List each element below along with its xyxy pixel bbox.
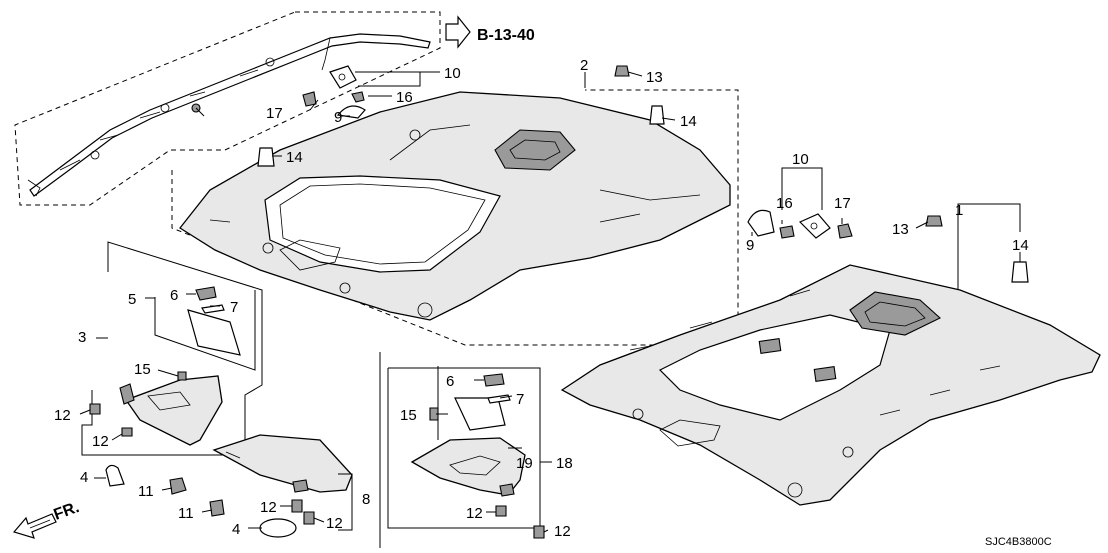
callout-15: 15 bbox=[134, 361, 151, 378]
callout-11: 11 bbox=[138, 483, 154, 500]
headliner-sunroof bbox=[171, 89, 739, 346]
callout-14: 14 bbox=[286, 149, 303, 166]
callout-9: 9 bbox=[334, 109, 342, 126]
callout-labels: 1 2 3 4 4 5 6 6 7 7 8 9 9 10 10 11 11 12… bbox=[54, 57, 1029, 540]
front-direction-label: FR. bbox=[52, 499, 82, 524]
fasteners bbox=[257, 65, 1029, 283]
reference-link[interactable]: B-13-40 bbox=[445, 15, 535, 49]
sunvisor-group-right bbox=[379, 352, 545, 548]
callout-13: 13 bbox=[646, 69, 663, 86]
callout-10: 10 bbox=[444, 65, 461, 82]
callout-12: 12 bbox=[54, 407, 71, 424]
callout-12: 12 bbox=[326, 515, 343, 532]
callout-9: 9 bbox=[746, 237, 754, 254]
callout-4: 4 bbox=[232, 521, 240, 538]
outline-right-arrow-icon bbox=[445, 15, 471, 49]
callout-16: 16 bbox=[776, 195, 793, 212]
callout-18: 18 bbox=[556, 455, 573, 472]
callout-5: 5 bbox=[128, 291, 136, 308]
callout-1: 1 bbox=[955, 202, 963, 219]
callout-14: 14 bbox=[1012, 237, 1029, 254]
headliner-standard bbox=[560, 264, 1101, 506]
callout-4: 4 bbox=[80, 469, 88, 486]
clip-set-right bbox=[747, 209, 853, 239]
callout-12: 12 bbox=[466, 505, 483, 522]
callout-7: 7 bbox=[230, 299, 238, 316]
reference-label: B-13-40 bbox=[477, 27, 535, 44]
callout-14: 14 bbox=[680, 113, 697, 130]
callout-17: 17 bbox=[834, 195, 851, 212]
callout-2: 2 bbox=[580, 57, 588, 74]
clip-set-left bbox=[302, 65, 366, 119]
callout-17: 17 bbox=[266, 105, 283, 122]
callout-8: 8 bbox=[362, 491, 370, 508]
callout-12: 12 bbox=[260, 499, 277, 516]
diagram-code: SJC4B3800C bbox=[985, 536, 1052, 548]
callout-11: 11 bbox=[178, 505, 194, 522]
sunvisor-item-8 bbox=[212, 434, 353, 531]
callout-15: 15 bbox=[400, 407, 417, 424]
callout-6: 6 bbox=[446, 373, 454, 390]
callout-13: 13 bbox=[892, 221, 909, 238]
front-direction: FR. bbox=[12, 499, 82, 539]
callout-10: 10 bbox=[792, 151, 809, 168]
callout-6: 6 bbox=[170, 287, 178, 304]
callout-16: 16 bbox=[396, 89, 413, 106]
callout-7: 7 bbox=[516, 391, 524, 408]
callout-3: 3 bbox=[78, 329, 86, 346]
callout-12: 12 bbox=[92, 433, 109, 450]
leader-lines bbox=[79, 71, 1021, 533]
callout-12: 12 bbox=[554, 523, 571, 540]
clip-icon bbox=[191, 103, 205, 117]
callout-19: 19 bbox=[516, 455, 533, 472]
curtain-airbag-group bbox=[14, 11, 441, 206]
sunvisor-group-left bbox=[81, 241, 297, 538]
